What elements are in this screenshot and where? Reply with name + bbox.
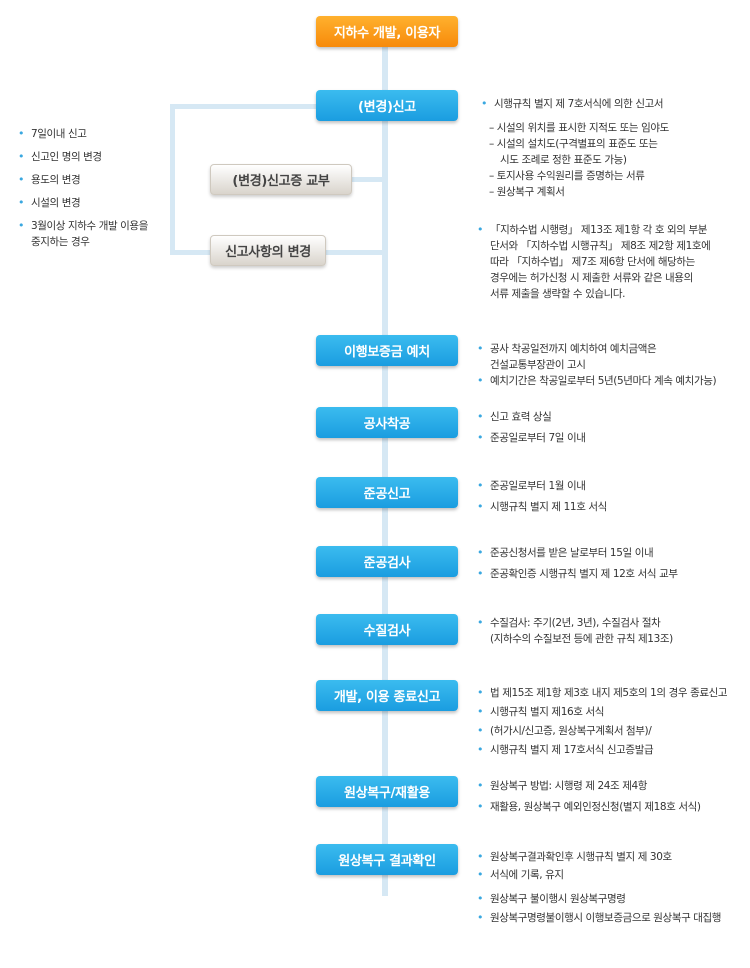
left-bracket-line: [170, 104, 175, 254]
list-item: •시행규칙 별지 제16호 서식: [477, 705, 604, 718]
box-change: 신고사항의 변경: [210, 235, 326, 266]
restoration-check-note: •원상복구결과확인후 시행규칙 별지 제 30호 •서식에 기록, 유지 •원상…: [477, 849, 747, 926]
list-item: •시행규칙 별지 제 17호서식 신고증발급: [477, 743, 654, 756]
end-report-note: •법 제15조 제1항 제3호 내지 제5호의 1의 경우 종료신고 •시행규칙…: [477, 685, 747, 758]
list-item: – 토지사용 수익원리를 증명하는 서류: [489, 170, 645, 182]
list-item: •시행규칙 별지 제 11호 서식: [477, 500, 607, 513]
report-sub-list: – 시설의 위치를 표시한 지적도 또는 임야도 – 시설의 설치도(구격별표의…: [489, 120, 744, 200]
list-item: •준공확인증 시행규칙 별지 제 12호 서식 교부: [477, 567, 678, 580]
cert-connector-line: [350, 177, 385, 182]
list-item: •7일이내 신고: [18, 127, 87, 140]
list-item: •시설의 변경: [18, 196, 81, 209]
box-restoration: 원상복구/재활용: [316, 776, 458, 807]
construction-note: •신고 효력 상실 •준공일로부터 7일 이내: [477, 409, 747, 446]
box-end-report: 개발, 이용 종료신고: [316, 680, 458, 711]
list-item: •원상복구 방법: 시행령 제 24조 제4항: [477, 779, 648, 792]
completion-inspection-note: •준공신청서를 받은 날로부터 15일 이내 •준공확인증 시행규칙 별지 제 …: [477, 545, 747, 582]
box-water-quality: 수질검사: [316, 614, 458, 645]
list-item: •준공일로부터 1월 이내: [477, 479, 586, 492]
box-deposit: 이행보증금 예치: [316, 335, 458, 366]
list-item: •원상복구명령불이행시 이행보증금으로 원상복구 대집행: [477, 911, 722, 924]
list-item: •재활용, 원상복구 예외인정신청(별지 제18호 서식): [477, 800, 701, 813]
list-item: •법 제15조 제1항 제3호 내지 제5호의 1의 경우 종료신고: [477, 686, 728, 699]
box-completion-inspection: 준공검사: [316, 546, 458, 577]
completion-report-note: •준공일로부터 1월 이내 •시행규칙 별지 제 11호 서식: [477, 478, 747, 515]
list-item: •준공신청서를 받은 날로부터 15일 이내: [477, 546, 654, 559]
box-construction: 공사착공: [316, 407, 458, 438]
list-item: 시도 조례로 정한 표준도 가능): [500, 154, 627, 166]
list-item: – 시설의 위치를 표시한 지적도 또는 임야도: [489, 122, 669, 134]
flow-spine-line: [382, 46, 388, 896]
change-connector-line: [324, 250, 385, 255]
left-conditions-list: •7일이내 신고 •신고인 명의 변경 •용도의 변경 •시설의 변경 •3월이…: [18, 126, 168, 250]
list-item: •신고 효력 상실: [477, 410, 552, 423]
box-completion-report: 준공신고: [316, 477, 458, 508]
left-bracket-top-line: [170, 104, 318, 109]
list-item: •수질검사: 주기(2년, 3년), 수질검사 절차(지하수의 수질보전 등에 …: [477, 616, 673, 645]
list-item: •원상복구결과확인후 시행규칙 별지 제 30호: [477, 850, 672, 863]
list-item: •서식에 기록, 유지: [477, 868, 564, 881]
list-item: – 원상복구 계획서: [489, 186, 565, 198]
list-item: •예치기간은 착공일로부터 5년(5년마다 계속 예치가능): [477, 374, 717, 387]
water-quality-note: •수질검사: 주기(2년, 3년), 수질검사 절차(지하수의 수질보전 등에 …: [477, 615, 747, 647]
list-item: – 시설의 설치도(구격별표의 표준도 또는: [489, 138, 658, 150]
list-item: •원상복구 불이행시 원상복구명령: [477, 892, 626, 905]
restoration-note: •원상복구 방법: 시행령 제 24조 제4항 •재활용, 원상복구 예외인정신…: [477, 778, 747, 815]
list-item: •(허가시/신고증, 원상복구계획서 첨부)/: [477, 724, 652, 737]
left-bracket-bottom-line: [170, 250, 212, 255]
list-item: •신고인 명의 변경: [18, 150, 102, 163]
box-cert: (변경)신고증 교부: [210, 164, 352, 195]
list-item: •준공일로부터 7일 이내: [477, 431, 586, 444]
list-item: •시행규칙 별지 제 7호서식에 의한 신고서: [481, 97, 664, 110]
report-note: •시행규칙 별지 제 7호서식에 의한 신고서: [481, 96, 746, 112]
box-start: 지하수 개발, 이용자: [316, 16, 458, 47]
box-report: (변경)신고: [316, 90, 458, 121]
box-restoration-check: 원상복구 결과확인: [316, 844, 458, 875]
list-item: •용도의 변경: [18, 173, 81, 186]
